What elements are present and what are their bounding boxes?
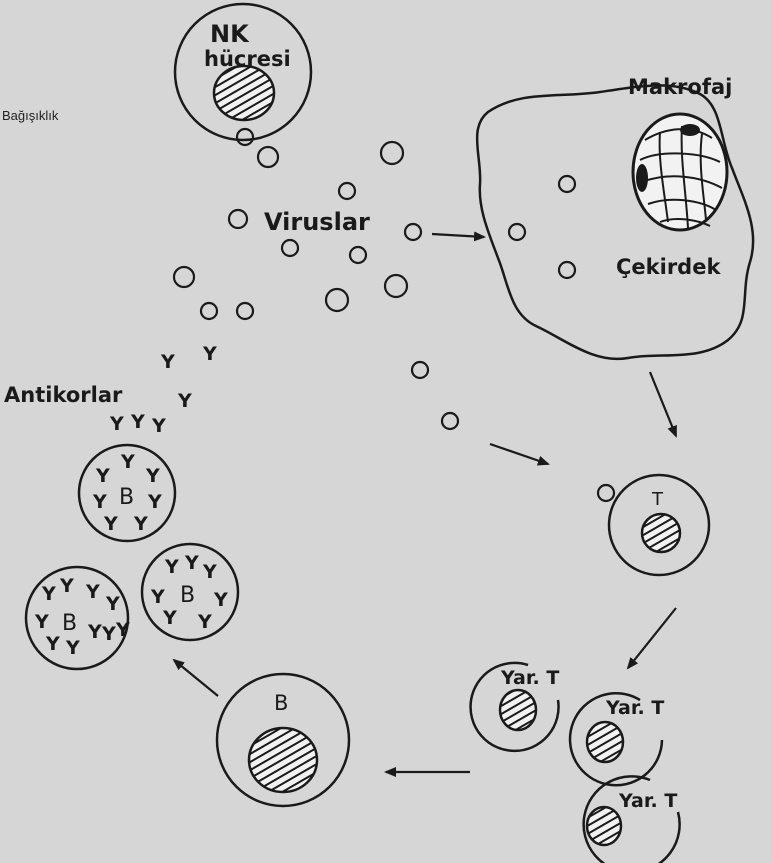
- antibody-glyph: Y: [151, 415, 166, 437]
- t-cell: T: [598, 475, 709, 575]
- macrophage-nucleus: [633, 114, 727, 230]
- arrow-b-to-plasma: [174, 660, 218, 696]
- arrow-virus-to-t: [490, 444, 548, 464]
- helper-t-label-3: Yar. T: [618, 790, 677, 812]
- arrow-viruses-to-macrophage: [432, 234, 484, 237]
- antibody-glyph: Y: [65, 637, 80, 659]
- antibody-glyph: Y: [95, 465, 110, 487]
- nk-label: NK: [210, 20, 250, 48]
- antibody-glyph: Y: [147, 491, 162, 513]
- nk-cell-label: hücresi: [204, 47, 291, 71]
- antibody-glyph: Y: [120, 451, 135, 473]
- nucleus-label: Çekirdek: [616, 255, 721, 279]
- arrow-t-to-helper: [628, 608, 676, 668]
- antibody-glyph: Y: [202, 343, 217, 365]
- macrophage: Makrofaj Çekirdek: [477, 75, 753, 359]
- antibody-glyph: Y: [145, 465, 160, 487]
- antibody-glyph: Y: [177, 390, 192, 412]
- viruses-label: Viruslar: [264, 208, 370, 236]
- antibodies-label: Antikorlar: [4, 383, 123, 407]
- helper-t-label-2: Yar. T: [605, 697, 664, 719]
- antibody-glyph: Y: [115, 619, 130, 641]
- antibody-glyph: Y: [197, 611, 212, 633]
- helper-t-cell: Yar. T: [570, 693, 664, 785]
- antibody-glyph: Y: [202, 561, 217, 583]
- page-caption: Bağışıklık: [2, 108, 59, 123]
- antibody-glyph: Y: [213, 589, 228, 611]
- antibody-glyph: Y: [41, 583, 56, 605]
- b-cell-label: B: [274, 691, 288, 715]
- antibody-glyph: Y: [34, 611, 49, 633]
- plasma-b-label-1: B: [119, 485, 134, 510]
- antibody-glyph: Y: [103, 513, 118, 535]
- helper-t-label-1: Yar. T: [500, 667, 559, 689]
- helper-t-cell: Yar. T: [584, 776, 680, 863]
- free-viruses: Viruslar: [174, 129, 458, 429]
- antibody-glyph: Y: [101, 623, 116, 645]
- antibody-glyph: Y: [59, 575, 74, 597]
- helper-t-cell: Yar. T: [471, 663, 560, 751]
- antibody-glyph: Y: [162, 607, 177, 629]
- antibody-glyph: Y: [92, 491, 107, 513]
- t-cell-label: T: [651, 489, 664, 510]
- antibody-glyph: Y: [105, 593, 120, 615]
- antibody-glyph: Y: [184, 552, 199, 574]
- antibody-glyph: Y: [150, 586, 165, 608]
- arrow-macrophage-to-t: [650, 372, 676, 436]
- antibody-glyph: Y: [160, 351, 175, 373]
- antibody-glyph: Y: [164, 556, 179, 578]
- antibody-glyph: Y: [85, 581, 100, 603]
- antibody-glyph: Y: [130, 411, 145, 433]
- b-cell: B: [217, 674, 349, 806]
- plasma-b-label-3: B: [62, 611, 77, 636]
- antibody-glyph: Y: [45, 633, 60, 655]
- plasma-b-label-2: B: [180, 583, 195, 608]
- nk-cell: NK hücresi: [175, 4, 311, 140]
- antibody-glyph: Y: [109, 413, 124, 435]
- antibody-glyph: Y: [87, 621, 102, 643]
- macrophage-label: Makrofaj: [628, 75, 732, 99]
- antibody-glyph: Y: [133, 513, 148, 535]
